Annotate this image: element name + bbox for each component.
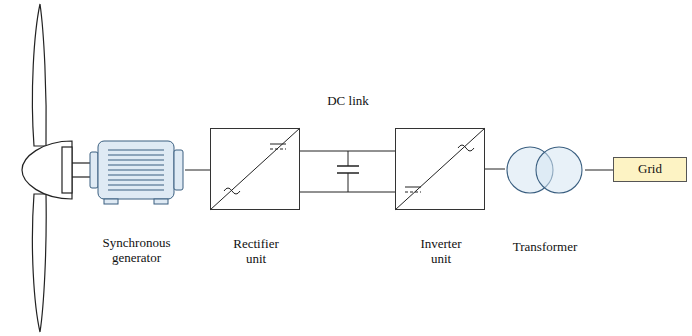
- inverter-box: Inverter unit: [395, 128, 485, 210]
- dc-symbol: [270, 149, 286, 150]
- rectifier-symbol: [210, 128, 300, 210]
- dc-link-label: DC link: [327, 93, 369, 109]
- capacitor-lead: [348, 173, 349, 192]
- power-line: [485, 169, 505, 170]
- component-label: Inverter unit: [411, 237, 471, 267]
- transformer-symbol: [507, 147, 582, 193]
- power-line: [185, 170, 210, 171]
- turbine-blade: [32, 4, 46, 146]
- transformer-winding: [536, 147, 582, 193]
- wind-turbine: [22, 4, 90, 332]
- turbine-blade: [32, 194, 46, 332]
- dc-symbol: [405, 187, 421, 188]
- rectifier-box: Rectifier unit: [210, 128, 300, 210]
- generator-body: [98, 141, 174, 199]
- power-line: [300, 151, 395, 152]
- generator-fins: [108, 150, 164, 190]
- generator-endcap: [174, 150, 183, 190]
- dc-symbol: [270, 144, 286, 145]
- generator-foot: [154, 199, 168, 204]
- shaft: [72, 162, 90, 163]
- component-label: Synchronous generator: [95, 236, 179, 266]
- hub-ring: [62, 147, 72, 193]
- generator-foot: [104, 199, 118, 204]
- ac-symbol: [224, 188, 240, 194]
- generator: Synchronous generator: [88, 135, 185, 205]
- capacitor-lead: [348, 151, 349, 166]
- generator-symbol: [90, 141, 183, 204]
- component-label: Rectifier unit: [224, 237, 288, 267]
- generator-endcap: [90, 152, 98, 188]
- inverter-symbol: [395, 128, 485, 210]
- transformer: Transformer: [505, 146, 585, 194]
- grid-box: Grid: [613, 157, 687, 182]
- capacitor-plate: [337, 165, 359, 167]
- turbine-hub: [22, 141, 72, 199]
- ac-symbol: [458, 145, 474, 151]
- dc-link: [300, 151, 395, 192]
- shaft: [72, 176, 90, 177]
- power-line: [585, 170, 613, 171]
- component-label: Transformer: [490, 240, 600, 255]
- box-label: Grid: [638, 162, 662, 176]
- dc-symbol: [405, 192, 421, 193]
